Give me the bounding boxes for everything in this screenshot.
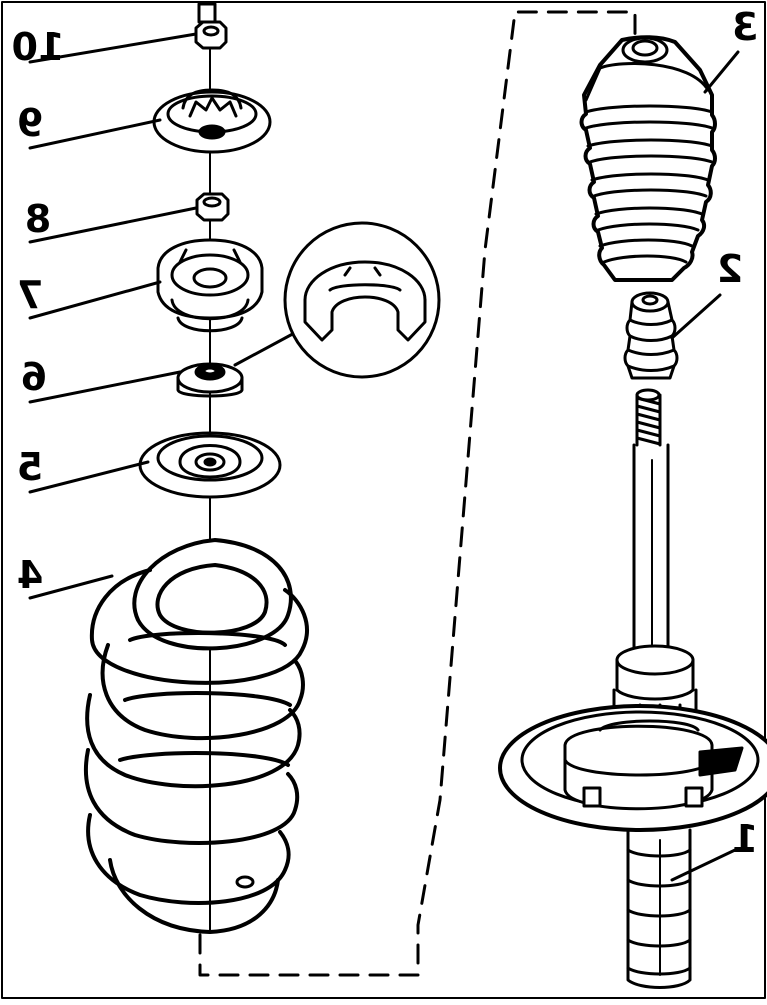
- leader-10: [28, 32, 198, 64]
- part-5-spring-seat: [138, 431, 282, 499]
- assembly-dashed-line: [198, 10, 637, 977]
- leader-2: [670, 293, 722, 340]
- part-9-upper-cup: [152, 88, 272, 154]
- leader-8: [28, 206, 198, 244]
- bearing-detail-magnifier: [233, 221, 441, 379]
- callout-4: 4: [17, 553, 43, 597]
- callout-7: 7: [17, 273, 43, 317]
- part-1-strut: [498, 388, 767, 989]
- callout-labels: 10 9 8 7 6 5 4 3 2 1: [12, 5, 759, 861]
- part-4-coil-spring: [83, 538, 309, 934]
- leader-4: [28, 574, 114, 600]
- part-8-nut: [195, 192, 230, 222]
- callout-9: 9: [17, 101, 43, 145]
- part-10-top-nut: [194, 2, 228, 50]
- leader-6: [28, 370, 182, 404]
- leader-3: [703, 50, 740, 94]
- callout-1: 1: [732, 817, 758, 861]
- part-6-bearing: [176, 362, 244, 398]
- callout-5: 5: [17, 445, 43, 489]
- callout-leaders: [28, 32, 740, 882]
- part-7-strut-mount: [156, 238, 264, 333]
- callout-8: 8: [25, 197, 51, 241]
- leader-5: [28, 460, 150, 494]
- part-2-bump-stop: [623, 291, 679, 380]
- part-3-dust-boot: [579, 35, 717, 282]
- leader-7: [28, 280, 162, 320]
- leader-9: [28, 118, 162, 150]
- callout-3: 3: [732, 5, 758, 49]
- callout-6: 6: [21, 355, 47, 399]
- callout-2: 2: [717, 247, 743, 291]
- callout-10: 10: [12, 25, 65, 69]
- leader-1: [670, 848, 737, 882]
